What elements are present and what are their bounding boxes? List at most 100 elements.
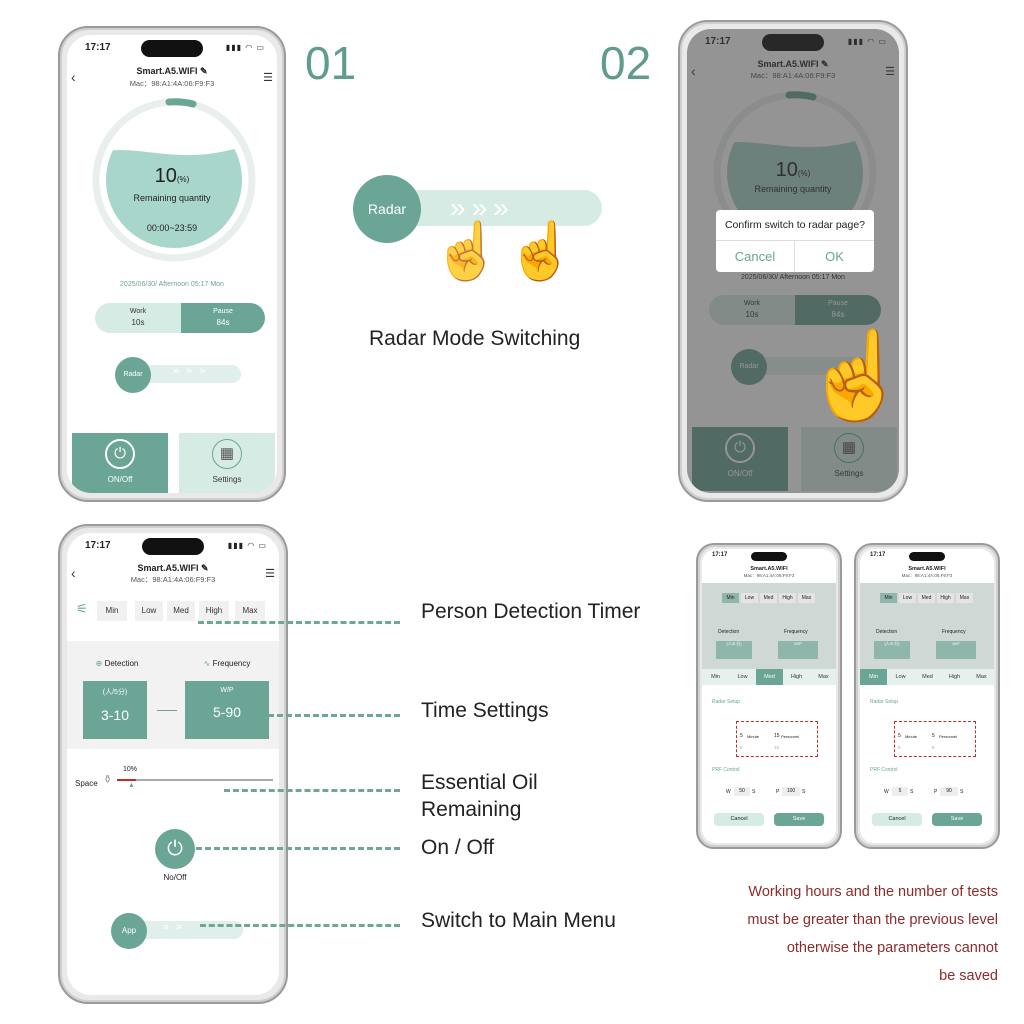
remaining-percent: 10 [154, 165, 177, 187]
back-arrow-icon[interactable]: ‹ [71, 565, 76, 581]
mini-detection-label: Detection [718, 629, 740, 635]
mini-frequency-box: W/P [778, 641, 818, 659]
radar-setup-highlight [894, 721, 976, 757]
w-unit: S [752, 789, 756, 795]
radar-button[interactable]: Radar [115, 357, 151, 393]
minute-value[interactable]: 5 [740, 733, 743, 739]
radar-slider-track[interactable] [123, 365, 241, 383]
level-button-high[interactable]: High [199, 601, 229, 621]
detection-unit: (人/5分) [102, 689, 128, 696]
dialog-ok-button[interactable]: OK [795, 240, 874, 272]
mini-level-med[interactable]: Med [914, 669, 941, 685]
pause-label: Pause [213, 308, 233, 315]
connector-line [157, 710, 177, 711]
mini-level-min[interactable]: Min [860, 669, 887, 685]
callout-line-onoff [196, 847, 400, 850]
frequency-unit: W/P [220, 687, 234, 694]
mini-detection-box: (人/5 分) [874, 641, 910, 659]
warning-line-1: Working hours and the number of tests [748, 884, 998, 900]
edit-pencil-icon[interactable]: ✎ [199, 66, 208, 76]
mini-level-max[interactable]: Max [968, 669, 994, 685]
callout-switch-main: Switch to Main Menu [421, 909, 616, 932]
onoff-button[interactable]: ⏻ ON/Off [72, 433, 168, 493]
level-button-low[interactable]: Low [135, 601, 163, 621]
power-button[interactable]: ⏻ [155, 829, 195, 869]
mini-level-min[interactable]: Min [702, 669, 729, 685]
personnel-value[interactable]: 15 [774, 733, 780, 739]
dynamic-island [751, 552, 787, 561]
back-arrow-icon[interactable]: ‹ [71, 69, 76, 85]
dialog-cancel-button[interactable]: Cancel [716, 240, 795, 272]
filter-sliders-icon[interactable]: ⚟ [76, 601, 88, 616]
callout-line-switch [200, 924, 400, 927]
callout-time-settings: Time Settings [421, 699, 549, 722]
settings-button[interactable]: ▦ Settings [179, 433, 275, 493]
phone-radar: 17:17 ▮▮▮ ◠ ▭ ‹ Smart.A5.WIFI ✎ Mac：98:A… [58, 524, 288, 1004]
minute-next: 6 [898, 745, 901, 750]
frequency-value: 5-90 [212, 704, 242, 720]
p-label: P [934, 789, 938, 795]
warning-line-4: be saved [939, 968, 998, 984]
callout-person-timer: Person Detection Timer [421, 600, 641, 623]
dynamic-island [141, 40, 203, 57]
w-input[interactable]: 50 [734, 787, 750, 796]
percent-unit: (%) [176, 175, 190, 184]
dialog-message: Confirm switch to radar page? [724, 219, 866, 231]
w-input[interactable]: 5 [892, 787, 908, 796]
space-percent: 10% [123, 766, 138, 773]
p-input[interactable]: 100 [782, 787, 800, 796]
list-menu-icon[interactable]: ☰ [263, 72, 273, 84]
swipe-chevrons-icon: »»» [450, 192, 515, 223]
minute-label: Minute [747, 734, 760, 739]
slide-chevrons-icon: » » [163, 921, 185, 933]
confirm-dialog: Confirm switch to radar page? Cancel OK [716, 210, 874, 272]
level-button-max[interactable]: Max [235, 601, 265, 621]
device-mac: Mac：98:A1:4A:06:F9:F3 [901, 573, 953, 578]
warning-line-2: must be greater than the previous level [747, 912, 998, 928]
edit-pencil-icon[interactable]: ✎ [200, 563, 209, 573]
minute-value[interactable]: 5 [898, 733, 901, 739]
mini-level-med[interactable]: Med [756, 669, 783, 685]
slide-chevrons-icon: » » » [173, 365, 208, 377]
radar-caption: Radar Mode Switching [369, 327, 581, 350]
mini-cancel-button[interactable]: Cancel [714, 813, 764, 826]
level-button-min[interactable]: Min [97, 601, 127, 621]
grid-settings-icon: ▦ [212, 439, 242, 469]
device-mac: Mac：98:A1:4A:06:F9:F3 [743, 573, 795, 578]
personnel-value[interactable]: 5 [932, 733, 935, 739]
mini-detection-label: Detection [876, 629, 898, 635]
mini-level-high[interactable]: High [783, 669, 810, 685]
w-label: W [884, 789, 889, 795]
upper-level-high: High [779, 593, 796, 603]
frequency-box[interactable]: W/P 5-90 [185, 681, 269, 739]
detection-box[interactable]: (人/5分)3-10 [83, 681, 147, 739]
device-mac: Mac：98:A1:4A:06:F9:F3 [130, 575, 216, 584]
p-input[interactable]: 90 [940, 787, 958, 796]
prf-control-label: PRF Control [870, 767, 898, 773]
mini-level-low[interactable]: Low [729, 669, 756, 685]
oil-level-marker-icon: ▲ [128, 782, 135, 789]
mini-level-low[interactable]: Low [887, 669, 914, 685]
mini-save-button[interactable]: Save [932, 813, 982, 826]
mini-cancel-button[interactable]: Cancel [872, 813, 922, 826]
device-mac: Mac：98:A1:4A:06:F9:F3 [129, 79, 215, 88]
mini-save-button[interactable]: Save [774, 813, 824, 826]
prf-control-label: PRF Control [712, 767, 740, 773]
mini-frequency-label: Frequency [784, 629, 808, 635]
mini-level-high[interactable]: High [941, 669, 968, 685]
work-value: 10s [131, 318, 145, 327]
app-button[interactable]: App [111, 913, 147, 949]
frequency-icon: ∿ [203, 659, 211, 668]
list-menu-icon[interactable]: ☰ [265, 568, 275, 580]
callout-oil-line2: Remaining [421, 798, 522, 821]
personnel-next: 16 [774, 745, 780, 750]
level-button-med[interactable]: Med [167, 601, 195, 621]
mini-level-max[interactable]: Max [810, 669, 836, 685]
mini-detection-box: (人/5 分) [716, 641, 752, 659]
power-icon: ⏻ [105, 439, 135, 469]
